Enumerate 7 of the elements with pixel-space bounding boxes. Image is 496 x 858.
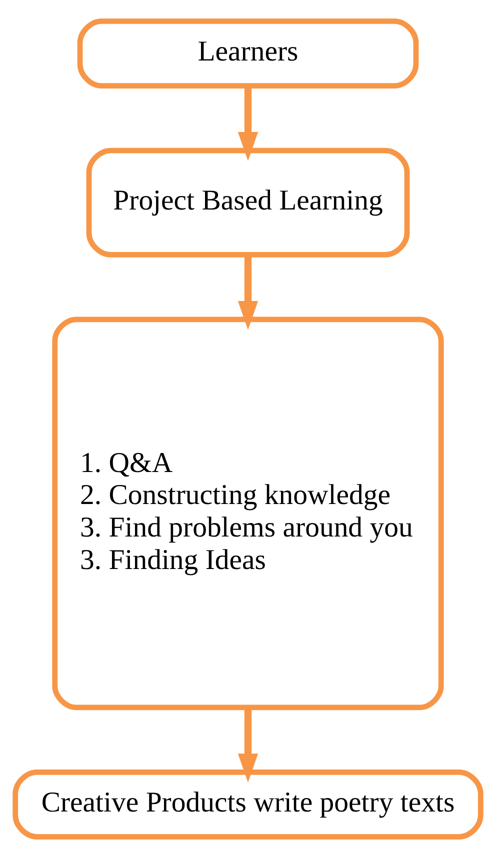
node-box: Learners — [77, 18, 419, 89]
node-box: Project Based Learning — [86, 148, 410, 258]
node-box: Creative Products write poetry texts — [12, 769, 484, 840]
arrow — [238, 255, 258, 330]
arrow — [238, 86, 258, 161]
arrow — [238, 708, 258, 782]
node-box: 1. Q&A 2. Constructing knowledge 3. Find problems around you 3. Finding Ideas — [52, 316, 444, 710]
